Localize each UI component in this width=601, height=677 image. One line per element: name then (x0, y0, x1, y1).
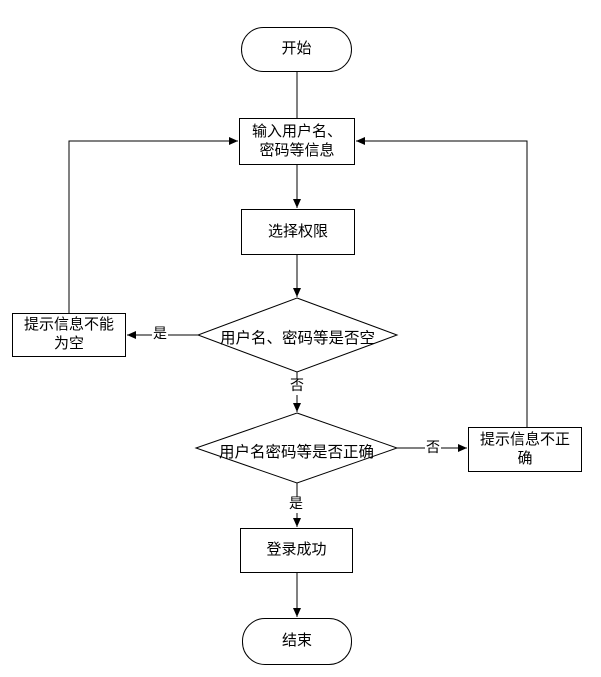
node-check-correct-label: 用户名密码等是否正确 (218, 444, 374, 461)
node-end: 结束 (242, 618, 352, 665)
node-select-permission: 选择权限 (241, 209, 355, 255)
decision-check-correct-shape (194, 412, 399, 484)
edge-prompt-empty-to-input (68, 137, 238, 313)
edge-label-yes-down: 是 (288, 497, 304, 513)
edge-label-no-right: 否 (425, 441, 441, 457)
edge-label-no-down: 否 (289, 379, 305, 395)
edge-prompt-incorrect-to-input (356, 137, 528, 427)
decision-check-empty-shape (196, 297, 399, 373)
node-start: 开始 (241, 27, 352, 72)
node-prompt-incorrect: 提示信息不正 确 (468, 427, 582, 472)
node-input-info: 输入用户名、 密码等信息 (239, 118, 355, 165)
node-prompt-empty: 提示信息不能 为空 (12, 313, 126, 357)
node-check-empty-label: 用户名、密码等是否空 (219, 330, 375, 347)
edge-label-yes-left: 是 (152, 327, 168, 343)
node-login-success: 登录成功 (240, 528, 353, 573)
